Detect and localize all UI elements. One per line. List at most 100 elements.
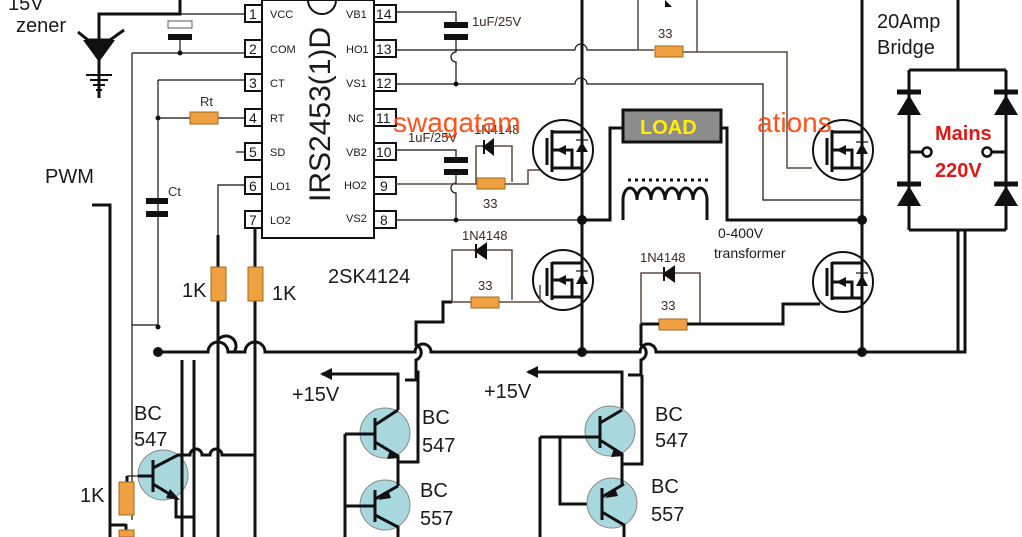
q-pwm-label-2: 547 <box>134 429 167 451</box>
svg-text:HO1: HO1 <box>346 44 369 56</box>
svg-text:HO2: HO2 <box>344 180 367 192</box>
svg-text:VCC: VCC <box>270 9 293 21</box>
mosfet-ls-left <box>532 249 594 311</box>
resistor-base <box>118 481 135 516</box>
vcc-capacitor <box>131 13 244 520</box>
resistor-lo1 <box>210 266 227 302</box>
gate-r-hs-left-label: 33 <box>483 196 497 211</box>
supply-label-2: +15V <box>484 381 532 403</box>
svg-text:NC: NC <box>348 113 364 125</box>
svg-text:4: 4 <box>249 110 257 126</box>
ic-pin-1: 1 VCC <box>244 4 293 23</box>
resistor-base-label: 1K <box>80 485 105 507</box>
cap-vb2-label: 1uF/25V <box>408 130 457 145</box>
load-label: LOAD <box>640 117 697 139</box>
transformer-voltage-label: 0-400V <box>718 225 764 241</box>
transformer <box>621 178 712 220</box>
mosfet-hs-left <box>532 119 594 181</box>
ic-irs2453d: IRS2453(1)D <box>261 0 375 239</box>
svg-text:1: 1 <box>249 6 257 22</box>
svg-text:6: 6 <box>249 178 257 194</box>
ic-pin-7: 7 LO2 <box>244 210 291 229</box>
ic-pin-11: 11 NC <box>348 108 397 127</box>
svg-text:8: 8 <box>380 212 388 228</box>
diode-hs-left-label: 1N4148 <box>474 122 520 137</box>
svg-text:VB2: VB2 <box>346 147 367 159</box>
svg-text:7: 7 <box>249 212 257 228</box>
ic-pin-14: 14 VB1 <box>346 4 397 23</box>
rt-label: Rt <box>200 94 213 109</box>
ct-label: Ct <box>168 184 181 199</box>
ic-pin-3: 3 CT <box>244 73 285 92</box>
totem-pole-right <box>526 366 644 537</box>
gate-network-ls-right <box>628 265 820 377</box>
ic-pin-12: 12 VS1 <box>346 73 397 92</box>
gate-r-ls-right-label: 33 <box>661 298 675 313</box>
svg-text:LO2: LO2 <box>270 215 291 227</box>
gate-r-ls-left-label: 33 <box>478 278 492 293</box>
resistor-lo2-label: 1K <box>272 283 297 305</box>
ic-pin-10: 10 VB2 <box>346 142 397 161</box>
svg-text:5: 5 <box>249 144 257 160</box>
q1-npn-label-2: 547 <box>422 435 455 457</box>
q2-pnp-label-2: 557 <box>651 504 684 526</box>
q2-pnp-label-1: BC <box>651 476 679 498</box>
svg-text:11: 11 <box>376 110 391 126</box>
gate-network-ls-left <box>405 242 541 382</box>
resistor-rt <box>189 111 219 125</box>
pwm-label: PWM <box>45 166 94 188</box>
bridge-rating-label: 20Amp <box>877 11 940 33</box>
q2-npn-label-1: BC <box>655 404 683 426</box>
totem-pole-left <box>320 368 420 537</box>
low-side-drive-resistors <box>210 184 290 537</box>
cap-vb1-label: 1uF/25V <box>472 14 521 29</box>
resistor-lo1-label: 1K <box>182 280 207 302</box>
transformer-label: transformer <box>714 245 786 261</box>
svg-text:14: 14 <box>376 6 392 22</box>
svg-text:2: 2 <box>249 41 257 57</box>
svg-text:9: 9 <box>380 178 388 194</box>
ic-pin-13: 13 HO1 <box>346 39 397 58</box>
gate-r-top-right-label: 33 <box>658 26 672 41</box>
svg-text:CT: CT <box>270 78 285 90</box>
q1-pnp-label-1: BC <box>420 480 448 502</box>
resistor-lo2 <box>247 266 264 302</box>
supply-label-1: +15V <box>292 384 340 406</box>
watermark-left: swagatam <box>393 107 521 138</box>
q-pwm-label-1: BC <box>134 403 162 425</box>
zener-label: zener <box>16 15 66 37</box>
q2-npn-label-2: 547 <box>655 430 688 452</box>
bridge-label: Bridge <box>877 37 935 59</box>
svg-text:13: 13 <box>376 41 392 57</box>
svg-text:VB1: VB1 <box>346 9 367 21</box>
bootstrap-cap-vb2 <box>396 149 582 223</box>
load-block: LOAD <box>621 108 723 144</box>
transistor-pwm-bc547 <box>108 330 255 537</box>
zener-diode <box>77 0 182 98</box>
ic-pin-2: 2 COM <box>244 39 296 58</box>
ic-right-pins: 14 VB1 13 HO1 12 VS1 11 NC 10 VB2 9 HO2 8 VS2 <box>344 4 397 229</box>
bridge-rectifier <box>897 0 1018 352</box>
svg-text:3: 3 <box>249 75 257 91</box>
mains-voltage-label: 220V <box>935 160 982 182</box>
diode-ls-left-label: 1N4148 <box>462 228 508 243</box>
ic-pin-5: 5 SD <box>244 142 285 161</box>
mains-label: Mains <box>935 123 992 145</box>
driver-wires <box>180 360 196 537</box>
q1-npn-label-1: BC <box>422 407 450 429</box>
q1-pnp-label-2: 557 <box>420 508 453 530</box>
svg-text:12: 12 <box>376 75 392 91</box>
gate-network-hs-right <box>636 0 812 169</box>
svg-text:SD: SD <box>270 147 285 159</box>
svg-text:VS2: VS2 <box>346 213 367 225</box>
capacitor-ct <box>146 198 168 204</box>
svg-text:COM: COM <box>270 44 296 56</box>
gate-network-hs-left <box>396 137 540 190</box>
svg-text:10: 10 <box>376 144 392 160</box>
watermark-right: ations <box>757 107 832 138</box>
svg-text:VS1: VS1 <box>346 78 367 90</box>
